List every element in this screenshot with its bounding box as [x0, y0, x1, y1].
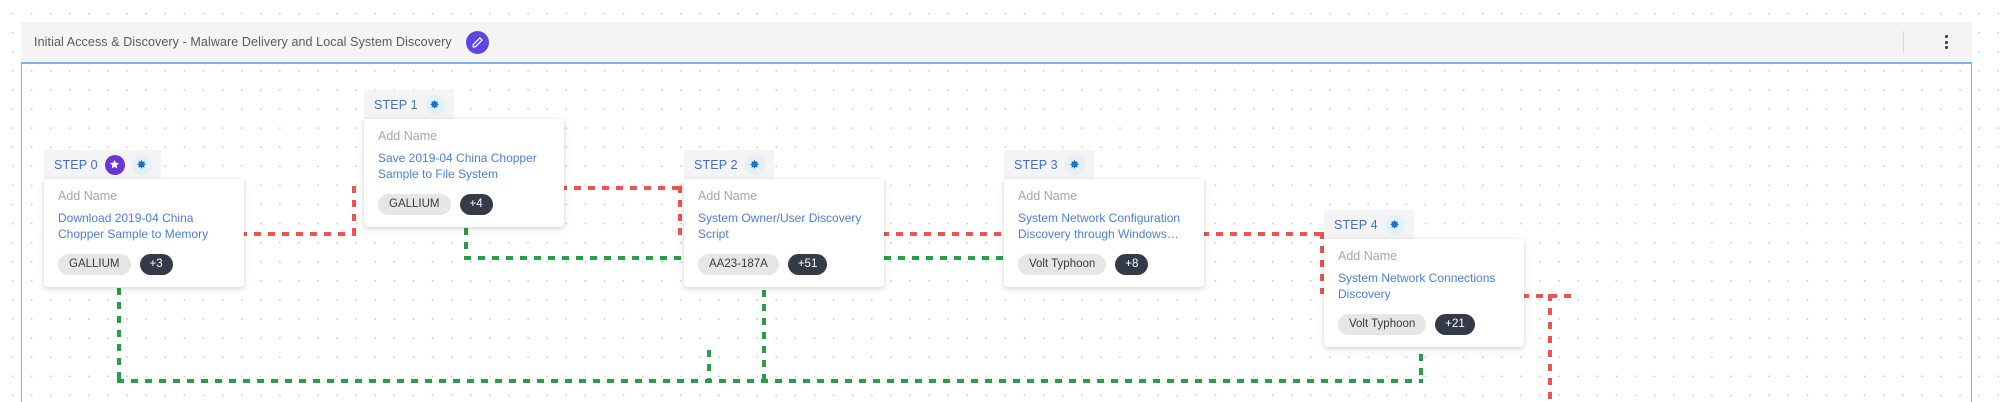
step-2-technique-link[interactable]: System Owner/User Discovery Script — [698, 211, 862, 241]
step-0-technique-link[interactable]: Download 2019-04 China Chopper Sample to… — [58, 211, 209, 241]
step-3-more-count-chip[interactable]: +8 — [1115, 253, 1149, 275]
step-1-technique-link[interactable]: Save 2019-04 China Chopper Sample to Fil… — [378, 151, 537, 181]
connector-step2-bottom-stub — [707, 350, 711, 382]
step-3-label: STEP 3 — [1014, 157, 1058, 172]
kebab-menu-button[interactable] — [1934, 30, 1958, 54]
step-4-label: STEP 4 — [1334, 217, 1378, 232]
edit-title-button[interactable] — [465, 30, 489, 54]
step-3-technique-link[interactable]: System Network Configuration Discovery t… — [1018, 211, 1181, 241]
step-3-name-input[interactable]: Add Name — [1018, 189, 1078, 203]
kebab-dot-3 — [1944, 46, 1948, 50]
connector-step1-down-vertical — [464, 228, 468, 258]
step-3-chips: Volt Typhoon +8 — [1018, 253, 1190, 275]
connector-step1-step2-vertical — [678, 186, 682, 236]
connector-step3-step4-horizontal — [1202, 232, 1324, 236]
flow-header-bar: Initial Access & Discovery - Malware Del… — [21, 22, 1972, 62]
step-0-header[interactable]: STEP 0 — [44, 150, 161, 179]
step-4-header[interactable]: STEP 4 — [1324, 210, 1414, 239]
step-1-body: Add Name Save 2019-04 China Chopper Samp… — [364, 119, 564, 227]
step-0-name-input[interactable]: Add Name — [58, 189, 118, 203]
step-3-header[interactable]: STEP 3 — [1004, 150, 1094, 179]
step-2-label: STEP 2 — [694, 157, 738, 172]
connector-step2-bottom-vertical — [762, 290, 766, 382]
step-0-more-count-chip[interactable]: +3 — [139, 253, 173, 275]
step-2-body: Add Name System Owner/User Discovery Scr… — [684, 179, 884, 287]
canvas-selection-frame — [21, 62, 1972, 402]
step-4-chips: Volt Typhoon +21 — [1338, 313, 1510, 335]
step-2-actor-chip[interactable]: AA23-187A — [698, 253, 779, 275]
step-4-technique-link[interactable]: System Network Connections Discovery — [1338, 271, 1496, 301]
kebab-dot-1 — [1944, 34, 1948, 38]
step-1-chips: GALLIUM +4 — [378, 193, 550, 215]
step-card-2[interactable]: STEP 2 Add Name System Owner/User Discov… — [684, 150, 884, 287]
step-4-name-input[interactable]: Add Name — [1338, 249, 1398, 263]
step-card-1[interactable]: STEP 1 Add Name Save 2019-04 China Chopp… — [364, 90, 564, 227]
step-2-header[interactable]: STEP 2 — [684, 150, 774, 179]
gear-icon[interactable] — [1384, 214, 1405, 235]
gear-icon[interactable] — [744, 154, 765, 175]
connector-step1-step2-horizontal — [560, 186, 682, 190]
step-1-name-input[interactable]: Add Name — [378, 129, 438, 143]
step-card-4[interactable]: STEP 4 Add Name System Network Connectio… — [1324, 210, 1524, 347]
gear-icon[interactable] — [1064, 154, 1085, 175]
connector-bottom-rail-horizontal — [117, 379, 1423, 383]
connector-step0-step1-vertical — [352, 186, 356, 236]
connector-step0-step1-horizontal — [240, 232, 356, 236]
step-4-actor-chip[interactable]: Volt Typhoon — [1338, 313, 1427, 335]
star-icon[interactable] — [104, 154, 125, 175]
connector-step4-out-vertical — [1548, 294, 1552, 402]
step-3-actor-chip[interactable]: Volt Typhoon — [1018, 253, 1107, 275]
step-card-3[interactable]: STEP 3 Add Name System Network Configura… — [1004, 150, 1204, 287]
step-4-body: Add Name System Network Connections Disc… — [1324, 239, 1524, 347]
gear-icon[interactable] — [131, 154, 152, 175]
step-2-more-count-chip[interactable]: +51 — [787, 253, 828, 275]
step-2-chips: AA23-187A +51 — [698, 253, 870, 275]
step-0-label: STEP 0 — [54, 157, 98, 172]
step-1-more-count-chip[interactable]: +4 — [459, 193, 493, 215]
step-3-body: Add Name System Network Configuration Di… — [1004, 179, 1204, 287]
step-1-label: STEP 1 — [374, 97, 418, 112]
gear-icon[interactable] — [424, 94, 445, 115]
kebab-dot-2 — [1944, 40, 1948, 44]
step-0-actor-chip[interactable]: GALLIUM — [58, 253, 131, 275]
connector-step4-out-horizontal — [1522, 294, 1572, 298]
header-divider — [1903, 31, 1904, 53]
step-2-name-input[interactable]: Add Name — [698, 189, 758, 203]
step-0-body: Add Name Download 2019-04 China Chopper … — [44, 179, 244, 287]
pencil-icon — [471, 36, 484, 49]
step-1-header[interactable]: STEP 1 — [364, 90, 454, 119]
connector-step0-down-vertical — [117, 288, 121, 382]
step-0-chips: GALLIUM +3 — [58, 253, 230, 275]
step-4-more-count-chip[interactable]: +21 — [1435, 313, 1475, 335]
step-card-0[interactable]: STEP 0 Add Name Download 2019-04 China C… — [44, 150, 244, 287]
page-title: Initial Access & Discovery - Malware Del… — [34, 35, 452, 49]
connector-step2-step3-horizontal — [882, 232, 1002, 236]
step-1-actor-chip[interactable]: GALLIUM — [378, 193, 451, 215]
